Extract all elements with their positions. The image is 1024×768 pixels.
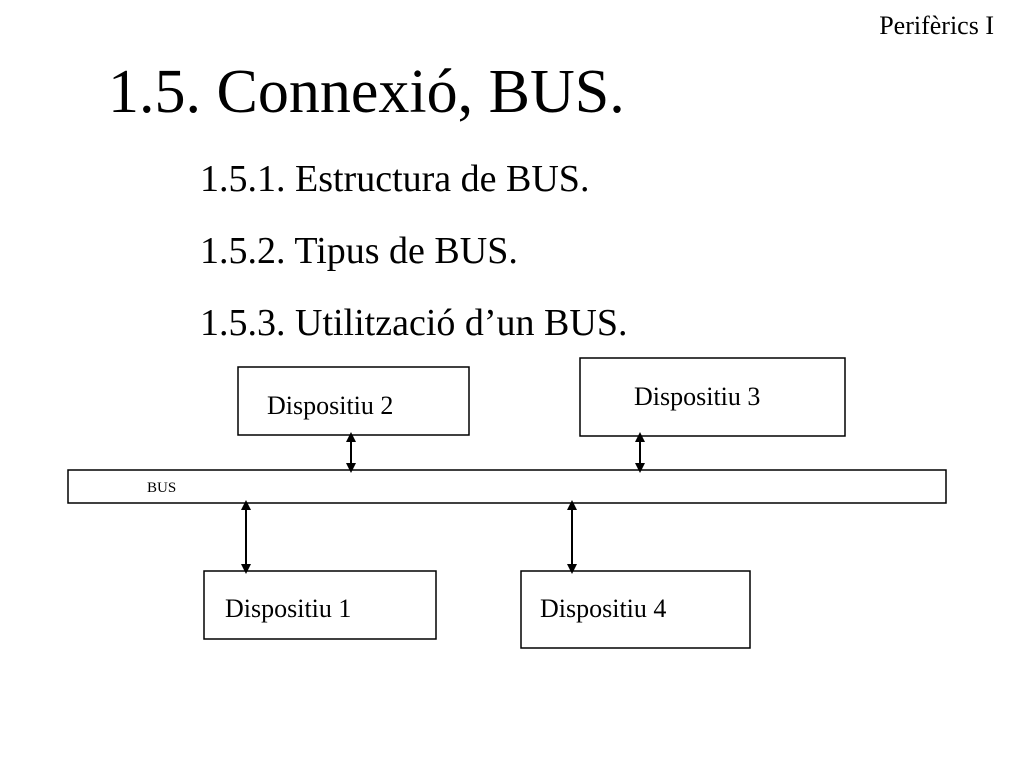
topic-list: 1.5.1. Estructura de BUS. 1.5.2. Tipus d… [200, 160, 627, 376]
device-4-label: Dispositiu 4 [540, 594, 666, 623]
device-4-box [520, 570, 751, 649]
topic-item: 1.5.3. Utilització d’un BUS. [200, 302, 628, 344]
device-1-label: Dispositiu 1 [225, 594, 351, 623]
device-2-box [237, 366, 470, 436]
device-1-box [203, 570, 437, 640]
device-3-box [579, 357, 846, 437]
bus-label: BUS [147, 480, 176, 496]
slide-title: 1.5. Connexió, BUS. [108, 58, 625, 126]
bus-bar [67, 469, 947, 504]
topic-item: 1.5.2. Tipus de BUS. [200, 230, 518, 272]
device-2-label: Dispositiu 2 [267, 391, 393, 420]
topic-item: 1.5.1. Estructura de BUS. [200, 158, 590, 200]
device-3-label: Dispositiu 3 [634, 382, 760, 411]
header-course-label: Perifèrics I [879, 11, 994, 40]
